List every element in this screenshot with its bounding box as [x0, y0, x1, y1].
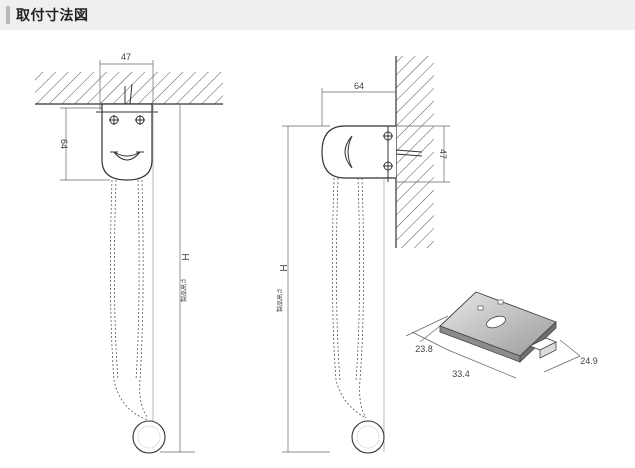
bracket-isometric: 23.8 33.4 24.9 [405, 291, 598, 379]
side-screw-bottom [383, 161, 393, 171]
bracket-slot [486, 315, 506, 329]
bracket-depth-line [543, 355, 581, 373]
bracket-dim-b: 33.4 [452, 369, 470, 379]
front-view: 47 64 [35, 52, 223, 454]
page-title: 取付寸法図 [16, 8, 89, 24]
front-bracket [101, 103, 153, 181]
section-header: 取付寸法図 [0, 0, 635, 30]
front-height-label: 64 [59, 139, 69, 149]
screw-head-right [135, 115, 145, 125]
side-screw-top [383, 131, 393, 141]
wall-screw [395, 149, 423, 153]
installation-diagram: 47 64 [35, 52, 598, 454]
ceiling-hatch [35, 72, 223, 104]
chain-weight [132, 420, 166, 454]
front-product-height-label: 製品高さ [180, 278, 188, 302]
wall-hatch [396, 56, 434, 248]
side-height-label: 47 [438, 149, 448, 159]
bracket-dim-c: 24.9 [580, 356, 598, 366]
side-depth-label: 64 [354, 81, 364, 91]
side-view: 64 47 [276, 56, 450, 454]
header-accent-bar [6, 6, 10, 24]
bead-chain [110, 179, 149, 421]
screw-head-left [109, 115, 119, 125]
bracket-length-line [447, 349, 517, 379]
side-product-height-label: 製品高さ [276, 288, 284, 312]
side-h-label: H [279, 264, 290, 271]
front-width-label: 47 [121, 52, 131, 62]
front-h-label: H [181, 253, 192, 260]
side-bracket [321, 125, 396, 179]
side-bead-chain [332, 177, 367, 419]
side-chain-weight [351, 420, 385, 454]
bracket-dim-a: 23.8 [415, 344, 433, 354]
